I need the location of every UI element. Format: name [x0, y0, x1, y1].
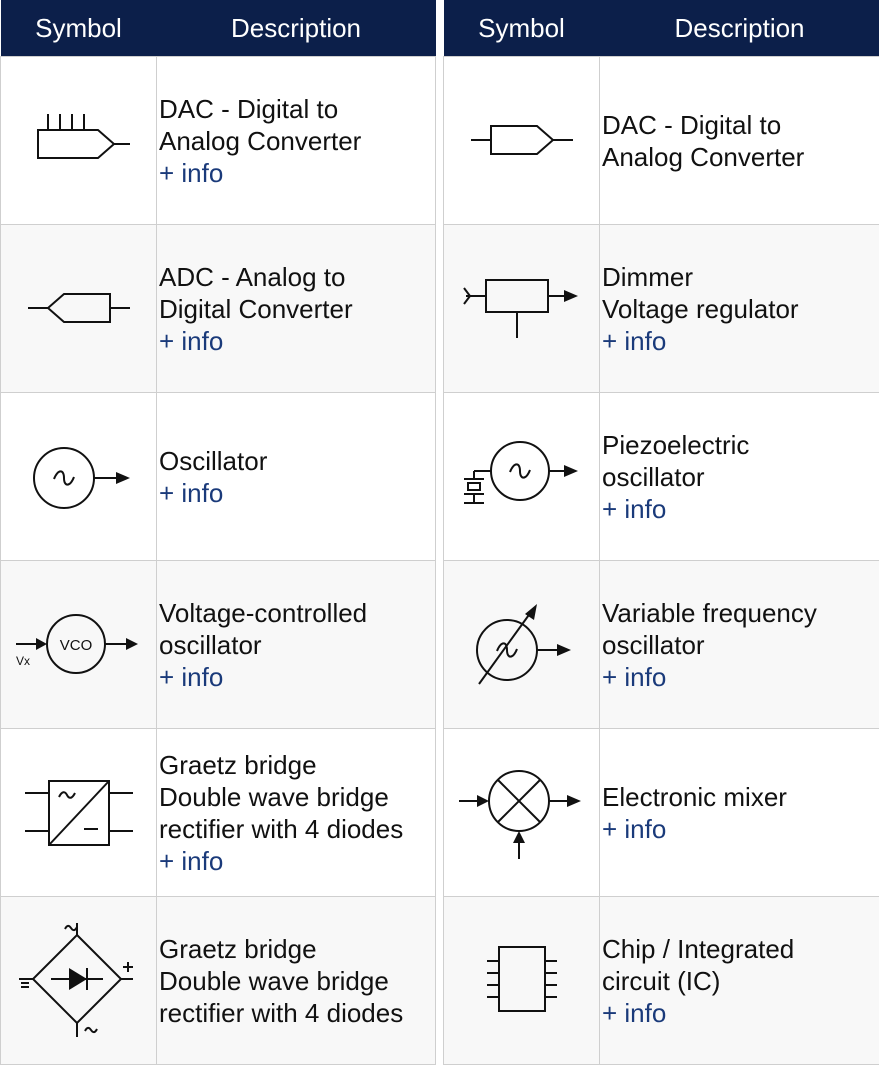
description-cell: DAC - Digital to Analog Converter — [599, 56, 879, 225]
table-continuation — [0, 1063, 879, 1073]
description-line: Variable frequency — [602, 597, 817, 628]
description-cell: Piezoelectric oscillator + info — [599, 392, 879, 561]
description-line: oscillator — [602, 629, 705, 660]
description-line: Piezoelectric — [602, 429, 750, 460]
symbol-column-header: Symbol — [443, 0, 600, 57]
table-row: Electronic mixer + info — [443, 728, 879, 897]
info-link[interactable]: + info — [602, 813, 667, 844]
description-cell: Graetz bridge Double wave bridge rectifi… — [156, 728, 436, 897]
table-row: ADC - Analog to Digital Converter + info — [0, 224, 436, 393]
description-line: Analog Converter — [159, 125, 362, 156]
description-line: oscillator — [159, 629, 262, 660]
description-cell: Dimmer Voltage regulator + info — [599, 224, 879, 393]
table-row: DAC - Digital to Analog Converter — [443, 56, 879, 225]
description-line: Digital Converter — [159, 293, 353, 324]
info-link[interactable]: + info — [602, 661, 667, 692]
symbol-column-header: Symbol — [0, 0, 157, 57]
dac-icon — [470, 124, 573, 155]
description-line: Graetz bridge — [159, 933, 317, 964]
description-line: ADC - Analog to — [159, 261, 346, 292]
adc-icon — [27, 292, 130, 323]
info-link[interactable]: + info — [159, 477, 224, 508]
dimmer-icon — [462, 278, 578, 338]
description-cell: Graetz bridge Double wave bridge rectifi… — [156, 896, 436, 1065]
vco-label: VCO — [59, 637, 92, 654]
description-line: Dimmer — [602, 261, 693, 292]
info-link[interactable]: + info — [159, 845, 224, 876]
description-line: Electronic mixer — [602, 781, 787, 812]
table-row: DAC - Digital to Analog Converter + info — [0, 56, 436, 225]
graetz-bridge-block-icon — [24, 779, 133, 846]
info-link[interactable]: + info — [602, 493, 667, 524]
description-line: Double wave bridge — [159, 965, 389, 996]
description-cell: Oscillator + info — [156, 392, 436, 561]
description-cell: ADC - Analog to Digital Converter + info — [156, 224, 436, 393]
description-cell: Voltage-controlled oscillator + info — [156, 560, 436, 729]
symbol-cell — [0, 224, 157, 393]
description-line: Oscillator — [159, 445, 268, 476]
description-line: Voltage regulator — [602, 293, 799, 324]
symbol-cell — [443, 56, 600, 225]
table-header-row: Symbol Description — [443, 0, 879, 57]
info-link[interactable]: + info — [602, 325, 667, 356]
variable-frequency-oscillator-icon — [475, 603, 571, 685]
description-column-header: Description — [156, 0, 436, 57]
symbol-cell — [0, 392, 157, 561]
description-column-header: Description — [599, 0, 879, 57]
description-cell: DAC - Digital to Analog Converter + info — [156, 56, 436, 225]
table-row: Variable frequency oscillator + info — [443, 560, 879, 729]
info-link[interactable]: + info — [159, 157, 224, 188]
symbol-cell — [0, 896, 157, 1065]
symbol-cell — [0, 728, 157, 897]
table-header-row: Symbol Description — [0, 0, 436, 57]
description-line: Analog Converter — [602, 141, 805, 172]
description-line: rectifier with 4 diodes — [159, 997, 404, 1028]
vx-label: Vx — [16, 654, 30, 668]
table-row: Piezoelectric oscillator + info — [443, 392, 879, 561]
electronic-mixer-icon — [458, 769, 581, 859]
description-cell: Electronic mixer + info — [599, 728, 879, 897]
description-line: DAC - Digital to — [159, 93, 339, 124]
info-link[interactable]: + info — [159, 325, 224, 356]
description-line: Graetz bridge — [159, 749, 317, 780]
vco-icon: VCO Vx — [15, 613, 138, 674]
description-line: rectifier with 4 diodes — [159, 813, 404, 844]
dac-multi-input-icon — [36, 113, 130, 159]
table-row: Graetz bridge Double wave bridge rectifi… — [0, 896, 436, 1065]
description-line: oscillator — [602, 461, 705, 492]
description-cell: Chip / Integrated circuit (IC) + info — [599, 896, 879, 1065]
symbol-cell — [443, 224, 600, 393]
oscillator-icon — [32, 446, 130, 509]
description-line: DAC - Digital to — [602, 109, 782, 140]
symbol-cell — [0, 56, 157, 225]
table-row: VCO Vx Voltage-controlled oscillator + i… — [0, 560, 436, 729]
table-row: Graetz bridge Double wave bridge rectifi… — [0, 728, 436, 897]
table-row: Chip / Integrated circuit (IC) + info — [443, 896, 879, 1065]
integrated-circuit-icon — [486, 945, 557, 1012]
symbol-cell — [443, 896, 600, 1065]
symbol-cell — [443, 560, 600, 729]
table-row: Dimmer Voltage regulator + info — [443, 224, 879, 393]
symbols-table-right: Symbol Description DAC - Digital to Anal… — [443, 0, 879, 1065]
piezoelectric-oscillator-icon — [463, 440, 578, 504]
symbol-cell — [443, 392, 600, 561]
description-line: Double wave bridge — [159, 781, 389, 812]
symbol-cell — [443, 728, 600, 897]
description-line: Chip / Integrated — [602, 933, 795, 964]
description-line: Voltage-controlled — [159, 597, 368, 628]
info-link[interactable]: + info — [159, 661, 224, 692]
graetz-bridge-diamond-icon — [18, 922, 133, 1037]
symbol-cell: VCO Vx — [0, 560, 157, 729]
table-row: Oscillator + info — [0, 392, 436, 561]
info-link[interactable]: + info — [602, 997, 667, 1028]
description-cell: Variable frequency oscillator + info — [599, 560, 879, 729]
symbols-table-left: Symbol Description DAC - Digital to Anal… — [0, 0, 436, 1065]
description-line: circuit (IC) — [602, 965, 721, 996]
